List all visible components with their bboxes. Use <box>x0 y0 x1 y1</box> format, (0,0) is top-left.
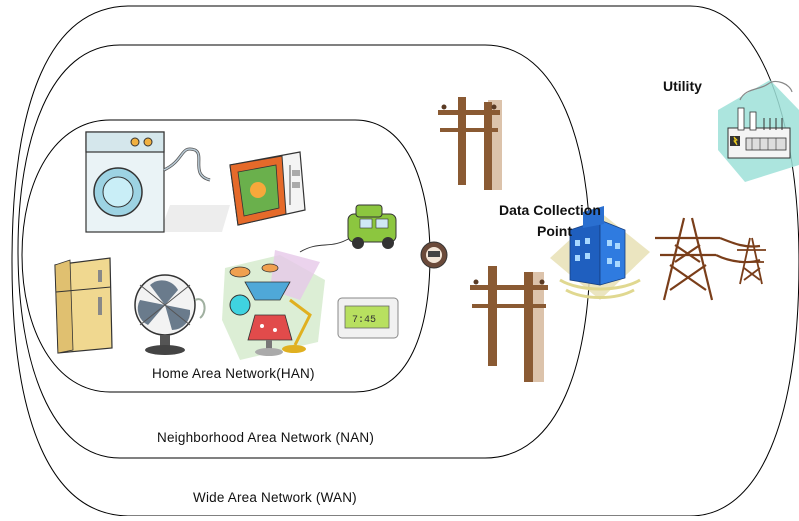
fan-icon <box>134 274 206 355</box>
washing-machine-icon <box>85 131 230 233</box>
transmission-tower-small-icon <box>737 237 766 285</box>
power-plant-icon <box>718 80 799 182</box>
wan-label: Wide Area Network (WAN) <box>193 490 357 505</box>
microwave-icon <box>229 151 306 226</box>
refrigerator-icon <box>54 257 113 354</box>
smart-meter-icon <box>420 241 448 269</box>
utility-pole-upper-icon <box>438 97 502 190</box>
electric-vehicle-icon <box>299 204 397 253</box>
han-label: Home Area Network(HAN) <box>152 366 315 381</box>
han-boundary <box>21 119 431 393</box>
lamps-icon <box>222 250 325 360</box>
thermostat-icon: 7:45 <box>337 297 399 339</box>
nan-boundary <box>17 44 591 459</box>
svg-text:7:45: 7:45 <box>352 315 376 326</box>
utility-label: Utility <box>663 78 702 94</box>
nan-label: Neighborhood Area Network (NAN) <box>157 430 375 445</box>
office-building-icon <box>550 206 650 300</box>
transmission-tower-large-icon <box>655 217 761 301</box>
utility-pole-lower-icon <box>470 266 548 382</box>
data-collection-point-label-line1: Data Collection <box>499 202 601 218</box>
data-collection-point-label-line2: Point <box>537 223 572 239</box>
